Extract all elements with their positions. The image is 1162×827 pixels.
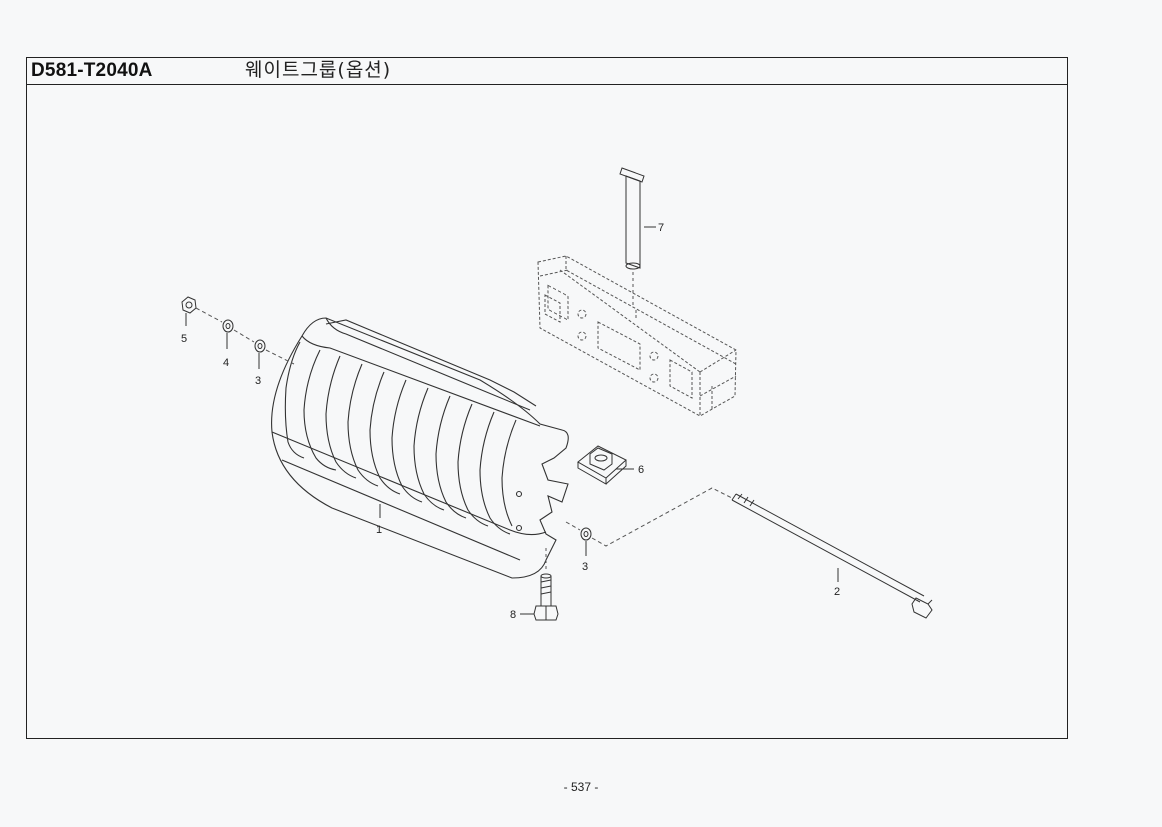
- part-code: D581-T2040A: [31, 60, 153, 81]
- callout-labels: 5 4 3 1 2 3 6 7 8: [181, 222, 840, 621]
- callout-2: 2: [834, 586, 840, 598]
- leader-lines: [185, 226, 839, 615]
- assembly-center-lines: [195, 307, 733, 547]
- title-bar: D581-T2040A 웨이트그룹(옵션): [27, 58, 1067, 85]
- page-number: - 537 -: [563, 780, 599, 794]
- washer-part-3-right: [580, 527, 592, 541]
- washer-part-4: [222, 319, 234, 333]
- callout-1: 1: [376, 524, 382, 536]
- callout-8: 8: [510, 609, 516, 621]
- mounting-bracket: [537, 255, 737, 417]
- callout-5: 5: [181, 333, 187, 345]
- callout-6: 6: [638, 464, 644, 476]
- counterweight-part-1: [271, 317, 569, 579]
- pin-part-7: [619, 167, 645, 305]
- group-title: 웨이트그룹(옵션): [245, 59, 392, 81]
- nut-with-plate-part-6: [577, 445, 627, 485]
- long-bolt-part-2: [731, 493, 933, 619]
- washer-part-3-left: [254, 339, 266, 353]
- callout-3-right: 3: [582, 561, 588, 573]
- nut-part-5: [181, 296, 197, 314]
- drawing-frame: D581-T2040A 웨이트그룹(옵션): [26, 57, 1068, 739]
- callout-4: 4: [223, 357, 229, 369]
- callout-7: 7: [658, 222, 664, 234]
- callout-3-left: 3: [255, 375, 261, 387]
